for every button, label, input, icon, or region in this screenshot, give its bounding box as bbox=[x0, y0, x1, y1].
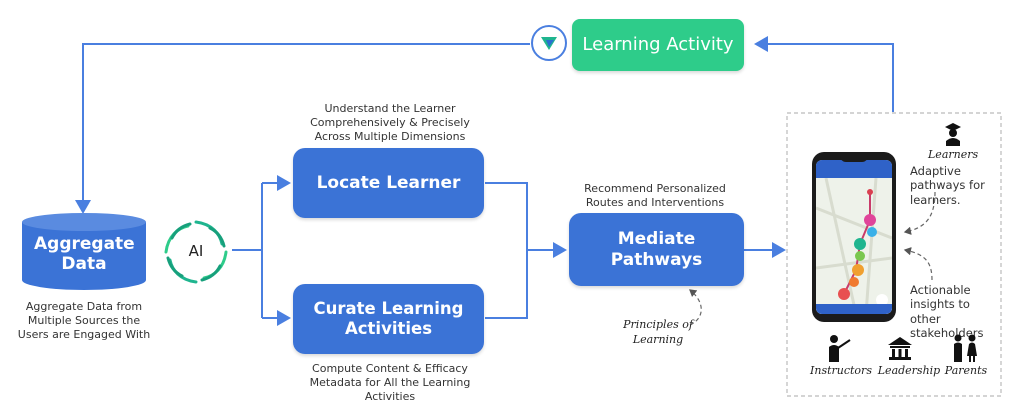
learning-activity-logo-icon bbox=[531, 25, 567, 61]
locate-out bbox=[485, 182, 528, 250]
curate-activities-title: Curate Learning Activities bbox=[313, 299, 464, 338]
instructors-label: Instructors bbox=[810, 364, 872, 377]
actionable-insights-text: Actionable insights to other stakeholder… bbox=[910, 283, 984, 341]
instructor-icon bbox=[826, 334, 852, 362]
curate-activities-box[interactable]: Curate Learning Activities bbox=[293, 284, 484, 354]
locate-learner-box[interactable]: Locate Learner bbox=[293, 148, 484, 218]
adaptive-pathways-text: Adaptive pathways for learners. bbox=[910, 164, 985, 207]
curate-caption: Compute Content & Efficacy Metadata for … bbox=[309, 362, 471, 403]
feedback-arrow-right bbox=[754, 36, 894, 112]
phone-app-bar bbox=[816, 160, 892, 178]
mediate-pathways-title: Mediate Pathways bbox=[610, 229, 703, 270]
phone-mockup bbox=[812, 152, 896, 322]
learning-activity-label: Learning Activity bbox=[582, 34, 734, 56]
learner-graduate-icon bbox=[943, 122, 963, 146]
aggregate-data-title: Aggregate Data bbox=[34, 234, 135, 275]
locate-caption: Understand the Learner Comprehensively &… bbox=[310, 102, 470, 143]
leadership-label: Leadership bbox=[877, 364, 941, 377]
parents-icon bbox=[950, 334, 980, 362]
actionable-dashed-arrow bbox=[903, 247, 933, 281]
stakeholder-frame bbox=[786, 112, 1002, 397]
mediate-caption: Recommend Personalized Routes and Interv… bbox=[584, 182, 726, 209]
parents-label: Parents bbox=[944, 364, 988, 377]
pathway-map-illustration bbox=[816, 178, 892, 314]
feedback-arrow-left bbox=[75, 43, 530, 214]
learning-activity-box[interactable]: Learning Activity bbox=[572, 19, 744, 71]
leadership-building-icon bbox=[887, 336, 913, 360]
mediate-pathways-box[interactable]: Mediate Pathways bbox=[569, 213, 744, 286]
ai-swirl-icon bbox=[164, 220, 228, 284]
ai-label: AI bbox=[188, 242, 204, 260]
phone-notch bbox=[840, 156, 868, 162]
phone-bottom-bar bbox=[816, 304, 892, 314]
aggregate-data-caption: Aggregate Data from Multiple Sources the… bbox=[17, 300, 151, 341]
locate-learner-title: Locate Learner bbox=[316, 172, 461, 193]
principles-dashed-arrow bbox=[689, 289, 702, 326]
curate-out bbox=[485, 250, 528, 319]
learners-label: Learners bbox=[928, 148, 979, 161]
aggregate-data-cylinder[interactable]: Aggregate Data bbox=[20, 212, 148, 292]
phone-screen bbox=[816, 160, 892, 314]
ai-badge: AI bbox=[162, 218, 230, 286]
principles-of-learning: Principles of Learning bbox=[623, 318, 693, 346]
adaptive-dashed-arrow bbox=[903, 191, 936, 235]
